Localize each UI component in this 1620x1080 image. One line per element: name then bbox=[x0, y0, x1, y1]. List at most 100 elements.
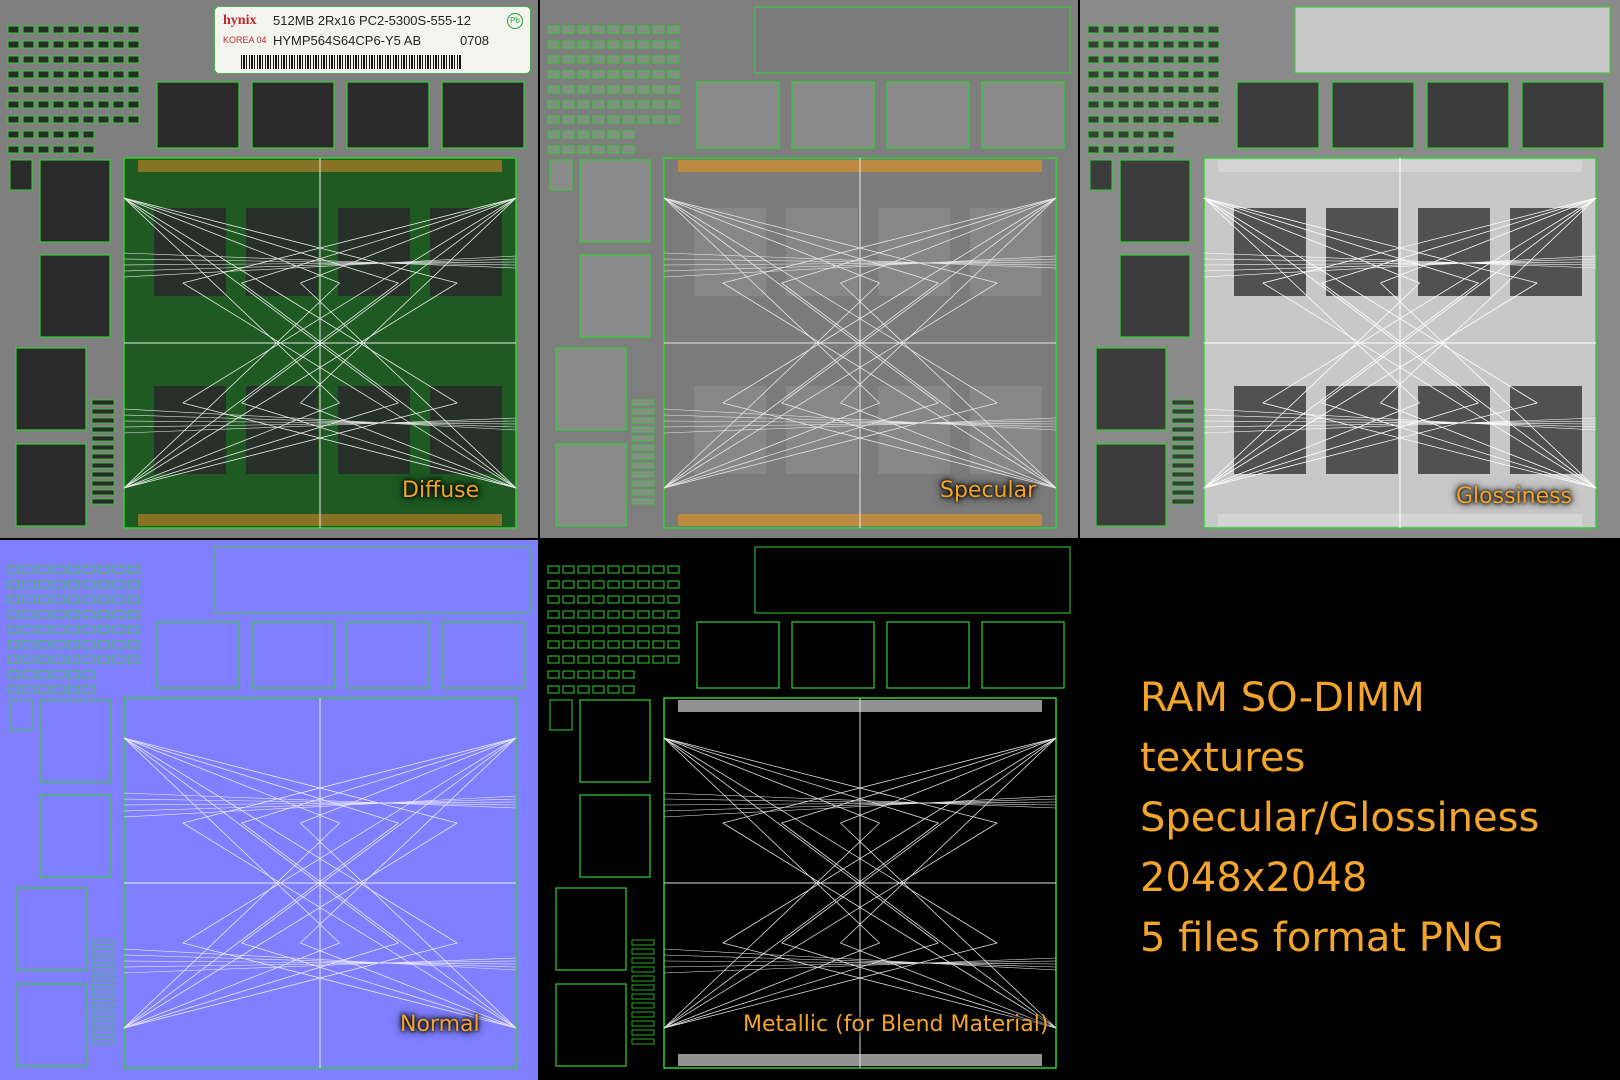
pin-island bbox=[1171, 453, 1195, 460]
pin-island bbox=[91, 1020, 115, 1027]
smd-island bbox=[622, 115, 635, 124]
smd-island bbox=[37, 85, 50, 94]
texture-info-block: RAM SO-DIMM textures Specular/Glossiness… bbox=[1140, 668, 1600, 968]
uv-edge bbox=[663, 197, 998, 404]
pin-island bbox=[631, 993, 655, 1000]
smd-island bbox=[592, 115, 605, 124]
smd-island bbox=[112, 625, 125, 634]
smd-island bbox=[622, 655, 635, 664]
chip-island bbox=[156, 621, 240, 689]
smd-island bbox=[562, 580, 575, 589]
smd-island bbox=[667, 55, 680, 64]
uv-edge bbox=[300, 737, 517, 944]
smd-island bbox=[127, 595, 140, 604]
smd-island bbox=[52, 610, 65, 619]
smd-island bbox=[1102, 25, 1115, 34]
smd-island bbox=[622, 580, 635, 589]
pin-island bbox=[91, 453, 115, 460]
chip-island bbox=[555, 347, 627, 431]
pin-island bbox=[91, 408, 115, 415]
smd-island bbox=[67, 40, 80, 49]
smd-island bbox=[607, 145, 620, 154]
smd-island bbox=[562, 670, 575, 679]
smd-island bbox=[67, 685, 80, 694]
uv-edge bbox=[663, 737, 939, 824]
smd-island bbox=[592, 85, 605, 94]
uv-edge bbox=[663, 197, 880, 284]
smd-island bbox=[1177, 55, 1190, 64]
smd-island bbox=[562, 130, 575, 139]
uv-edge bbox=[123, 792, 517, 809]
uv-edge bbox=[840, 942, 1057, 1029]
smd-island bbox=[82, 85, 95, 94]
chip-island bbox=[1236, 81, 1320, 149]
smd-island bbox=[7, 55, 20, 64]
uv-group bbox=[7, 6, 531, 529]
pin-island bbox=[91, 480, 115, 487]
chip-island bbox=[1119, 159, 1191, 243]
uv-edge bbox=[663, 408, 1057, 431]
pin-island bbox=[631, 1029, 655, 1036]
smd-island bbox=[562, 25, 575, 34]
smd-island bbox=[622, 625, 635, 634]
board-chip bbox=[154, 386, 226, 474]
smd-island bbox=[562, 55, 575, 64]
uv-edge bbox=[840, 282, 1057, 489]
smd-island bbox=[52, 670, 65, 679]
pin-island bbox=[91, 417, 115, 424]
smd-island bbox=[1207, 70, 1220, 79]
smd-island bbox=[67, 70, 80, 79]
uv-edge bbox=[241, 197, 517, 284]
uv-edge bbox=[663, 197, 880, 404]
board-chip bbox=[694, 386, 766, 474]
uv-edge bbox=[241, 197, 517, 404]
glossiness-texture-panel: Glossiness bbox=[1080, 0, 1620, 538]
uv-edge bbox=[722, 737, 1057, 824]
uv-edge bbox=[1203, 258, 1597, 272]
uv-edge bbox=[663, 282, 998, 489]
chip-island bbox=[1095, 347, 1167, 431]
smd-island bbox=[1177, 100, 1190, 109]
smd-island bbox=[52, 115, 65, 124]
smd-island bbox=[1177, 115, 1190, 124]
smd-island bbox=[1162, 55, 1175, 64]
pin-island bbox=[1171, 399, 1195, 406]
smd-island bbox=[547, 145, 560, 154]
smd-island bbox=[1192, 25, 1205, 34]
smd-island bbox=[97, 85, 110, 94]
smd-island bbox=[1132, 145, 1145, 154]
smd-island bbox=[67, 580, 80, 589]
pin-island bbox=[1171, 489, 1195, 496]
smd-island bbox=[562, 565, 575, 574]
uv-edge bbox=[241, 737, 517, 944]
uv-edge bbox=[663, 255, 1057, 278]
uv-edge bbox=[123, 417, 517, 434]
uv-edge bbox=[1203, 408, 1597, 431]
smd-island bbox=[7, 25, 20, 34]
board-chip bbox=[878, 386, 950, 474]
smd-island bbox=[652, 580, 665, 589]
smd-island bbox=[22, 655, 35, 664]
smd-island bbox=[577, 55, 590, 64]
uv-edge bbox=[123, 282, 399, 489]
smd-island bbox=[547, 100, 560, 109]
chip-island bbox=[39, 699, 111, 783]
smd-island bbox=[82, 685, 95, 694]
smd-island bbox=[97, 610, 110, 619]
smd-island bbox=[1147, 130, 1160, 139]
smd-island bbox=[637, 70, 650, 79]
smd-island bbox=[82, 100, 95, 109]
smd-island bbox=[22, 595, 35, 604]
pin-island bbox=[91, 948, 115, 955]
uv-edge bbox=[123, 798, 517, 806]
board-chip bbox=[430, 386, 502, 474]
smd-island bbox=[7, 145, 20, 154]
uv-edge bbox=[781, 282, 1057, 489]
pin-island bbox=[91, 489, 115, 496]
smd-island bbox=[127, 655, 140, 664]
smd-island bbox=[592, 685, 605, 694]
smd-island bbox=[547, 130, 560, 139]
uv-edge bbox=[123, 197, 399, 284]
pin-island bbox=[91, 984, 115, 991]
smd-island bbox=[652, 55, 665, 64]
